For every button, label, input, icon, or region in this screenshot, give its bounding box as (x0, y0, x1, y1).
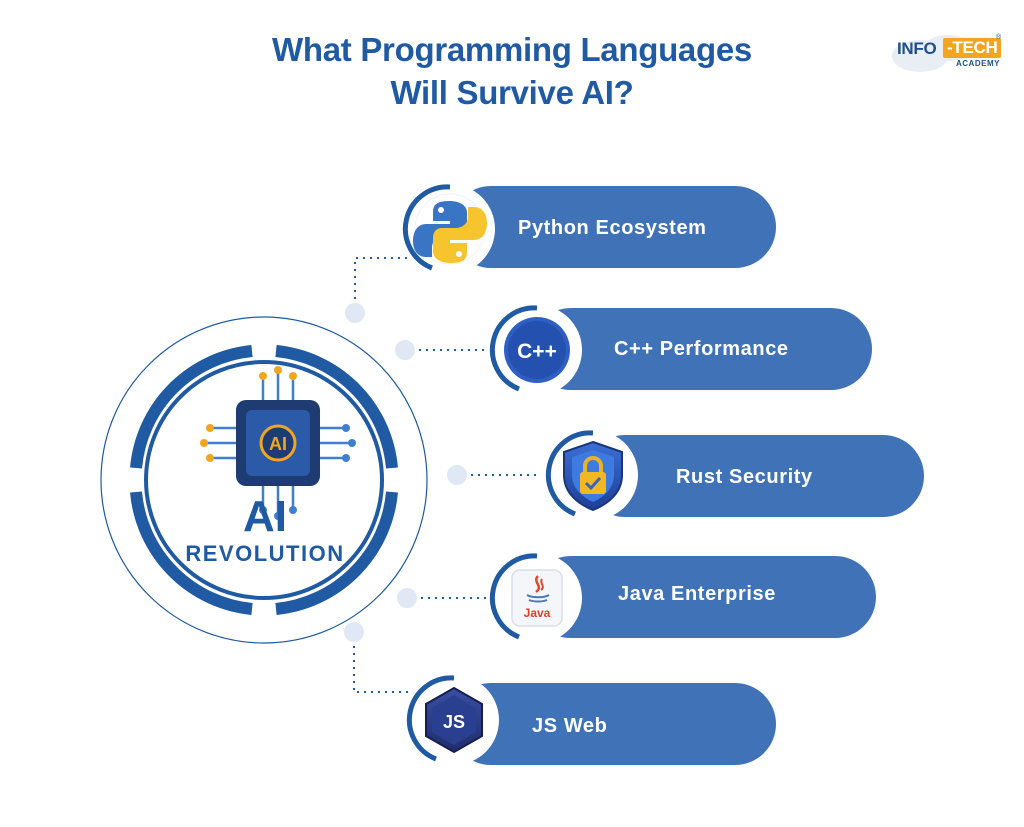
cpp-icon-text: C++ (517, 340, 557, 363)
connector-nodes (342, 301, 469, 644)
segmented-ring (130, 345, 398, 615)
java-logo-icon: Java (511, 569, 563, 627)
chip-label: AI (269, 434, 287, 454)
logo-word-info: INFO (897, 39, 937, 58)
item-label-java: Java Enterprise (618, 583, 776, 605)
item-label-rust: Rust Security (676, 466, 813, 488)
js-icon-text: JS (443, 712, 465, 732)
inner-ring (144, 360, 384, 600)
logo-word-tech: -TECH (943, 38, 1002, 58)
cpp-logo-icon: C++ (504, 317, 570, 383)
item-label-python: Python Ecosystem (518, 217, 707, 239)
title-line-2: Will Survive AI? (390, 74, 634, 111)
title-line-1: What Programming Languages (272, 31, 752, 68)
js-logo-icon: JS (425, 686, 483, 754)
logo-subtitle: ACADEMY (956, 59, 1000, 68)
item-label-cpp: C++ Performance (614, 338, 789, 360)
connector-lines (353, 257, 540, 693)
python-logo-icon (413, 201, 487, 263)
item-label-js: JS Web (532, 715, 608, 737)
center-subtitle: REVOLUTION (185, 541, 345, 566)
outer-ring (100, 316, 428, 644)
ai-chip-icon: AI (200, 366, 356, 520)
registered-mark: ® (996, 34, 1002, 41)
pills (450, 186, 924, 765)
shield-lock-icon (563, 440, 623, 512)
java-icon-text: Java (524, 606, 551, 620)
center-title: AI (243, 492, 287, 541)
page-title: What Programming Languages Will Survive … (212, 28, 812, 114)
brand-logo: INFO -TECH ACADEMY ® (890, 34, 1008, 76)
